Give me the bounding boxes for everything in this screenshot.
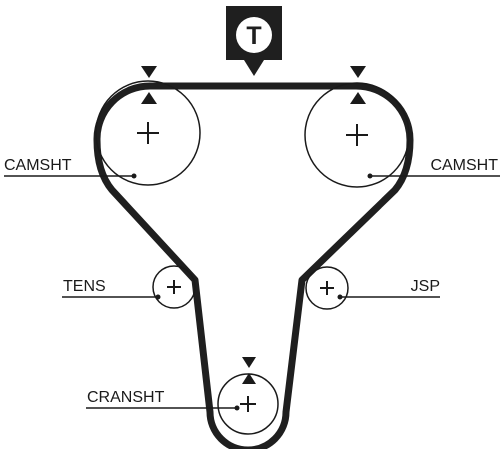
camshaft-pulley-right <box>304 82 410 188</box>
marker-letter: T <box>246 22 261 50</box>
jsp-pulley <box>305 266 349 310</box>
tension-marker-badge: T <box>226 6 282 76</box>
timing-mark-left-cam <box>141 66 157 104</box>
crankshaft-pulley <box>217 373 279 435</box>
leader-dots <box>131 173 373 411</box>
label-crankshaft: CRANSHT <box>87 389 165 406</box>
tensioner-pulley <box>152 265 196 309</box>
timing-mark-right-cam <box>350 66 366 104</box>
label-camshaft-left: CAMSHT <box>4 157 72 174</box>
leader-lines <box>4 175 500 409</box>
label-jsp: JSP <box>411 278 440 295</box>
timing-mark-crankshaft <box>242 357 256 384</box>
label-tensioner: TENS <box>63 278 106 295</box>
camshaft-pulley-left <box>95 80 201 186</box>
label-camshaft-right: CAMSHT <box>430 157 498 174</box>
